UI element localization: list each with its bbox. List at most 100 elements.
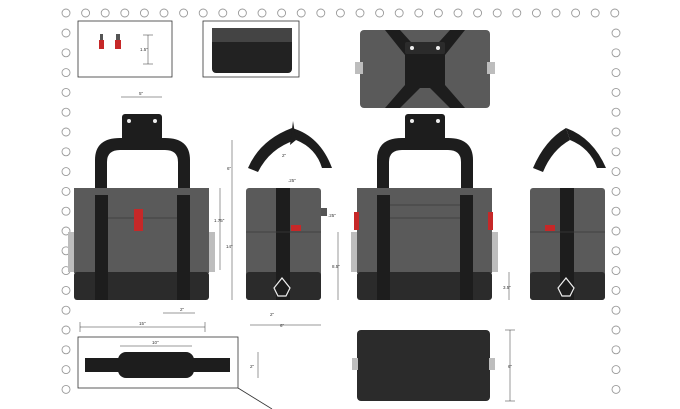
- border-dot: [433, 8, 443, 18]
- border-dot: [611, 305, 621, 315]
- border-dot: [61, 365, 71, 375]
- border-dot: [61, 325, 71, 335]
- border-dot: [335, 8, 345, 18]
- zipper-pull-detail: 1.5": [77, 20, 173, 78]
- hanger-hook: [122, 114, 162, 144]
- front-width-label: 15": [139, 321, 146, 326]
- border-dot: [61, 384, 71, 394]
- border-dot: [61, 147, 71, 157]
- border-dot: [61, 167, 71, 177]
- base-view: 6": [352, 329, 515, 402]
- border-dot: [139, 8, 149, 18]
- border-dot: [611, 285, 621, 295]
- bottom-depth-label: 6": [280, 323, 285, 328]
- top-view: [355, 30, 495, 108]
- border-dot: [218, 8, 228, 18]
- border-dot: [61, 186, 71, 196]
- border-dot: [473, 8, 483, 18]
- border-dot: [611, 48, 621, 58]
- border-dot: [611, 167, 621, 177]
- border-dot: [179, 8, 189, 18]
- top-clearance-label: 6": [227, 166, 232, 171]
- border-dot: [611, 87, 621, 97]
- border-dot: [590, 8, 600, 18]
- border-dot: [531, 8, 541, 18]
- border-dot: [453, 8, 463, 18]
- border-dot: [611, 226, 621, 236]
- zipper-puller-right: [116, 34, 120, 40]
- border-dot: [611, 127, 621, 137]
- border-dot: [61, 87, 71, 97]
- side-view-right: [530, 128, 606, 300]
- hook-width-label: 5": [139, 91, 144, 96]
- shoulder-strap-detail: 10" 2": [77, 336, 273, 409]
- border-dot: [61, 345, 71, 355]
- body-height-label: 8.5": [332, 264, 340, 269]
- border-dot: [492, 8, 502, 18]
- side-view-left: 2" .25" .25" 8.5" 6" 2": [246, 121, 340, 328]
- total-height-label: 14": [226, 244, 233, 249]
- border-dot: [611, 107, 621, 117]
- shoulder-pad: [118, 352, 194, 378]
- border-dot: [316, 8, 326, 18]
- zipper-puller-left: [100, 34, 103, 40]
- border-dot: [375, 8, 385, 18]
- border-dot: [571, 8, 581, 18]
- border-dot: [61, 107, 71, 117]
- front-strap-label: 2": [180, 307, 185, 312]
- border-dot: [611, 68, 621, 78]
- border-dot: [611, 246, 621, 256]
- border-dot: [61, 206, 71, 216]
- border-dot: [120, 8, 130, 18]
- border-dot: [198, 8, 208, 18]
- border-dot: [611, 206, 621, 216]
- border-dot: [414, 8, 424, 18]
- base-panel: [357, 330, 490, 401]
- border-dot: [61, 285, 71, 295]
- border-dot: [81, 8, 91, 18]
- zipper-pull-right: [115, 40, 121, 49]
- detail-frame-1: [77, 20, 173, 78]
- front-width-dims: 15" 2": [79, 307, 206, 332]
- front-view-left: 5" 1.75" 14" 6": [68, 91, 233, 300]
- border-dot: [61, 48, 71, 58]
- border-dot: [611, 28, 621, 38]
- border-dot: [61, 305, 71, 315]
- border-dot: [611, 384, 621, 394]
- border-dot: [61, 68, 71, 78]
- base-depth-label: 6": [508, 364, 513, 369]
- border-dot: [512, 8, 522, 18]
- border-dot: [611, 266, 621, 276]
- side-base-label: 3.5": [503, 285, 511, 290]
- border-dot: [611, 147, 621, 157]
- border-dot: [61, 28, 71, 38]
- shoulder-length-label: 10": [152, 340, 159, 345]
- handle-pad-detail: [202, 20, 300, 78]
- border-dot: [237, 8, 247, 18]
- front-view-right: 3.5": [351, 114, 511, 300]
- side-strap-left: [276, 188, 290, 300]
- hook-height-label: 1.5": [140, 47, 148, 52]
- zipper-pull-left: [99, 40, 104, 49]
- border-dot: [159, 8, 169, 18]
- border-dot: [355, 8, 365, 18]
- border-dot: [61, 8, 71, 18]
- strap-width-label: 2": [282, 153, 287, 158]
- strap-depth-label: .25": [328, 213, 336, 218]
- bottom-strap-label: 2": [270, 312, 275, 317]
- front-zipper-accent: [134, 209, 143, 231]
- border-dot: [296, 8, 306, 18]
- border-dot: [61, 127, 71, 137]
- height-label-left: 1.75": [214, 218, 225, 223]
- border-dot: [100, 8, 110, 18]
- front-handle: [95, 138, 190, 195]
- border-dot: [611, 325, 621, 335]
- strap-gap-label: .25": [288, 178, 296, 183]
- border-dot: [611, 186, 621, 196]
- border-dot: [257, 8, 267, 18]
- border-dot: [611, 365, 621, 375]
- border-dot: [394, 8, 404, 18]
- border-dot: [611, 345, 621, 355]
